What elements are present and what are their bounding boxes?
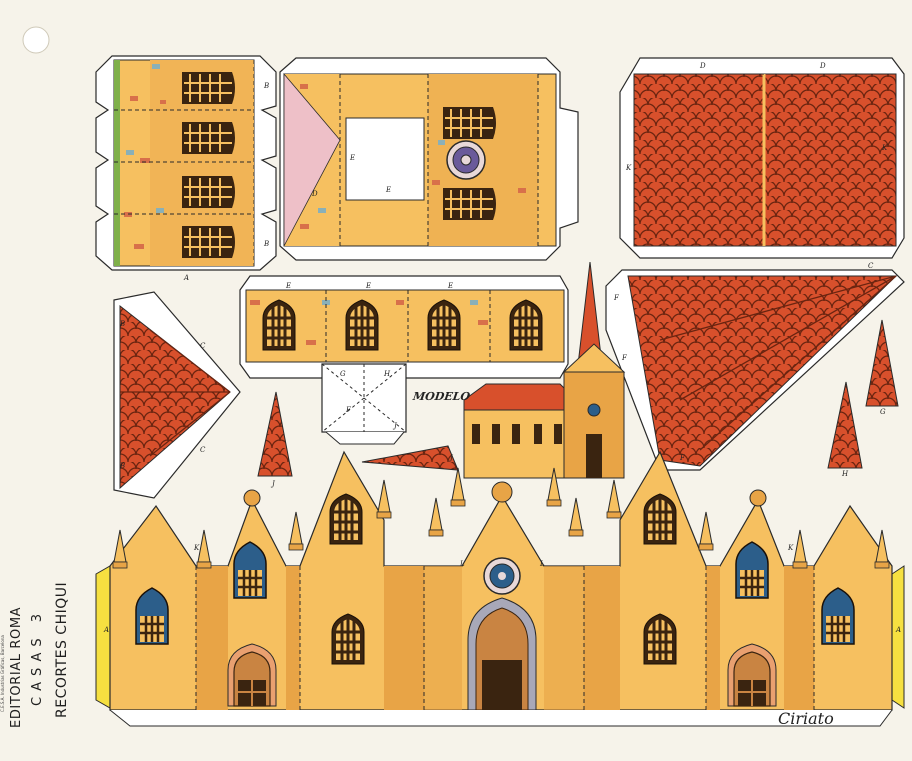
- side-wall-piece: [95, 55, 277, 271]
- svg-text:H: H: [383, 370, 391, 378]
- artist-signature: Ciriato: [778, 709, 834, 728]
- svg-text:K: K: [787, 544, 794, 552]
- punch-hole: [22, 26, 50, 54]
- svg-text:D: D: [699, 62, 706, 70]
- publisher-name: EDITORIAL ROMA: [9, 606, 24, 728]
- svg-text:D: D: [311, 190, 318, 198]
- series-title: RECORTES CHIQUI: [54, 581, 70, 718]
- svg-text:F: F: [345, 406, 352, 414]
- svg-text:F: F: [679, 454, 686, 462]
- svg-text:J: J: [448, 454, 454, 462]
- svg-text:H: H: [841, 470, 849, 478]
- model-caption: MODELO: [412, 390, 471, 403]
- svg-text:L: L: [539, 560, 545, 568]
- nave-wall-piece: [239, 275, 569, 379]
- svg-text:E: E: [447, 282, 453, 290]
- spire-cone-piece: [827, 381, 863, 469]
- svg-text:J: J: [392, 422, 398, 430]
- transept-piece: [279, 57, 579, 261]
- svg-text:K: K: [881, 144, 888, 152]
- svg-text:E: E: [285, 282, 291, 290]
- svg-text:G: G: [880, 408, 886, 416]
- svg-text:K: K: [193, 544, 200, 552]
- svg-text:F: F: [613, 294, 620, 302]
- svg-text:B: B: [263, 240, 269, 248]
- svg-text:L: L: [459, 560, 465, 568]
- svg-text:J: J: [270, 480, 276, 488]
- svg-text:C: C: [868, 262, 874, 270]
- printer-fine-print: C.E.S.A. Industrias Gráficas, Barcelona: [0, 635, 5, 712]
- base-piece: [321, 363, 407, 445]
- spire-cone-piece: [257, 391, 293, 477]
- svg-text:B: B: [119, 320, 125, 328]
- svg-text:A: A: [183, 274, 189, 282]
- piece-letter-marks: A A A B B B B C C C D D D E E E E E F F F F G G H H J J J K K…: [103, 62, 901, 634]
- svg-text:B: B: [263, 82, 269, 90]
- svg-text:B: B: [119, 462, 125, 470]
- collection-title: CASAS 3: [30, 607, 45, 706]
- main-facade-piece: [95, 450, 905, 727]
- main-roof-piece: [605, 269, 905, 471]
- svg-text:E: E: [385, 186, 391, 194]
- svg-text:F: F: [621, 354, 628, 362]
- svg-text:A: A: [103, 626, 109, 634]
- svg-text:G: G: [340, 370, 346, 378]
- roof-panel-large: [619, 57, 905, 259]
- svg-text:K: K: [625, 164, 632, 172]
- svg-text:C: C: [200, 342, 206, 350]
- assembled-model-illustration: [463, 261, 626, 479]
- apse-roof-piece: [113, 291, 241, 499]
- svg-text:A: A: [895, 626, 901, 634]
- svg-text:E: E: [349, 154, 355, 162]
- spire-cone-piece: [865, 319, 899, 407]
- svg-text:E: E: [365, 282, 371, 290]
- svg-text:C: C: [200, 446, 206, 454]
- spire-cone-piece: [361, 445, 459, 471]
- svg-text:D: D: [819, 62, 826, 70]
